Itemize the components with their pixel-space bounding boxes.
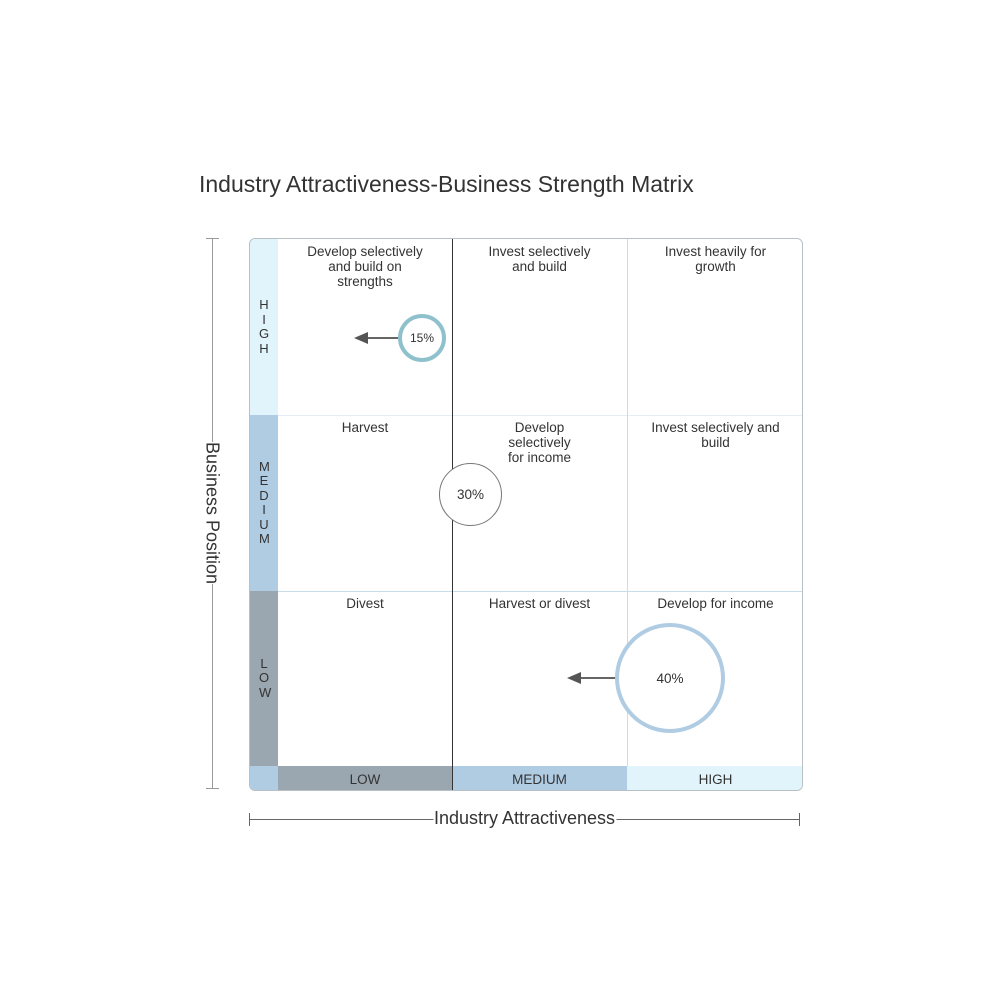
y-axis-label: Business Position [201, 441, 223, 585]
y-axis: Business Position [199, 238, 227, 789]
bubble-label: 40% [656, 670, 684, 686]
cell-low-medium: Harvest or divest [452, 591, 627, 766]
cell-label: Invest heavily for growth [664, 244, 767, 274]
cell-label: Develop selectively for income [507, 420, 572, 465]
cell-high-medium: Invest selectively and build [452, 239, 627, 415]
y-axis-bottom-tick [206, 788, 219, 789]
arrow-shaft-40 [579, 677, 617, 679]
cell-medium-low: Harvest [278, 415, 452, 591]
x-axis-label: Industry Attractiveness [432, 808, 617, 829]
col-label-low: LOW [349, 771, 381, 787]
col-label-medium: MEDIUM [512, 771, 567, 787]
cell-high-low: Develop selectively and build on strengt… [278, 239, 452, 415]
grid-line-h1 [278, 415, 802, 416]
cell-medium-medium: Develop selectively for income [452, 415, 627, 591]
cell-label: Harvest [341, 420, 389, 435]
row-label-medium: MEDIUM [259, 458, 270, 546]
cell-low-low: Divest [278, 591, 452, 766]
cell-high-high: Invest heavily for growth [627, 239, 802, 415]
cell-label: Invest selectively and build [488, 244, 591, 274]
col-band-medium: MEDIUM [452, 766, 627, 790]
col-label-high: HIGH [698, 771, 733, 787]
grid-line-h2 [278, 591, 802, 592]
bubble-15[interactable]: 15% [398, 314, 446, 362]
bubble-label: 30% [456, 487, 485, 502]
row-label-high: HIGH [259, 297, 270, 356]
cell-label: Develop selectively and build on strengt… [307, 244, 423, 289]
cell-label: Develop for income [657, 596, 774, 611]
corner-cell [250, 766, 278, 790]
x-axis-right-tick [799, 813, 800, 826]
row-band-high: HIGH [250, 239, 278, 415]
page-title: Industry Attractiveness-Business Strengt… [199, 171, 694, 197]
cell-label: Invest selectively and build [651, 420, 780, 450]
cell-low-high: Develop for income [627, 591, 802, 766]
cell-label: Harvest or divest [488, 596, 591, 611]
row-band-low: LOW [250, 591, 278, 766]
arrow-shaft-15 [366, 337, 400, 339]
cell-label: Divest [346, 596, 384, 611]
arrow-left-icon [354, 331, 368, 344]
matrix: HIGH MEDIUM LOW LOW MEDIUM HIGH Develop … [249, 238, 803, 791]
grid-line-v2 [627, 239, 628, 766]
bubble-label: 15% [409, 331, 435, 345]
arrow-left-icon [567, 671, 581, 684]
row-band-medium: MEDIUM [250, 415, 278, 591]
bubble-30[interactable]: 30% [439, 463, 502, 526]
col-band-low: LOW [278, 766, 452, 790]
row-label-low: LOW [259, 655, 272, 700]
x-axis: Industry Attractiveness [249, 808, 800, 829]
bubble-40[interactable]: 40% [615, 623, 725, 733]
cell-medium-high: Invest selectively and build [627, 415, 802, 591]
col-band-high: HIGH [627, 766, 802, 790]
